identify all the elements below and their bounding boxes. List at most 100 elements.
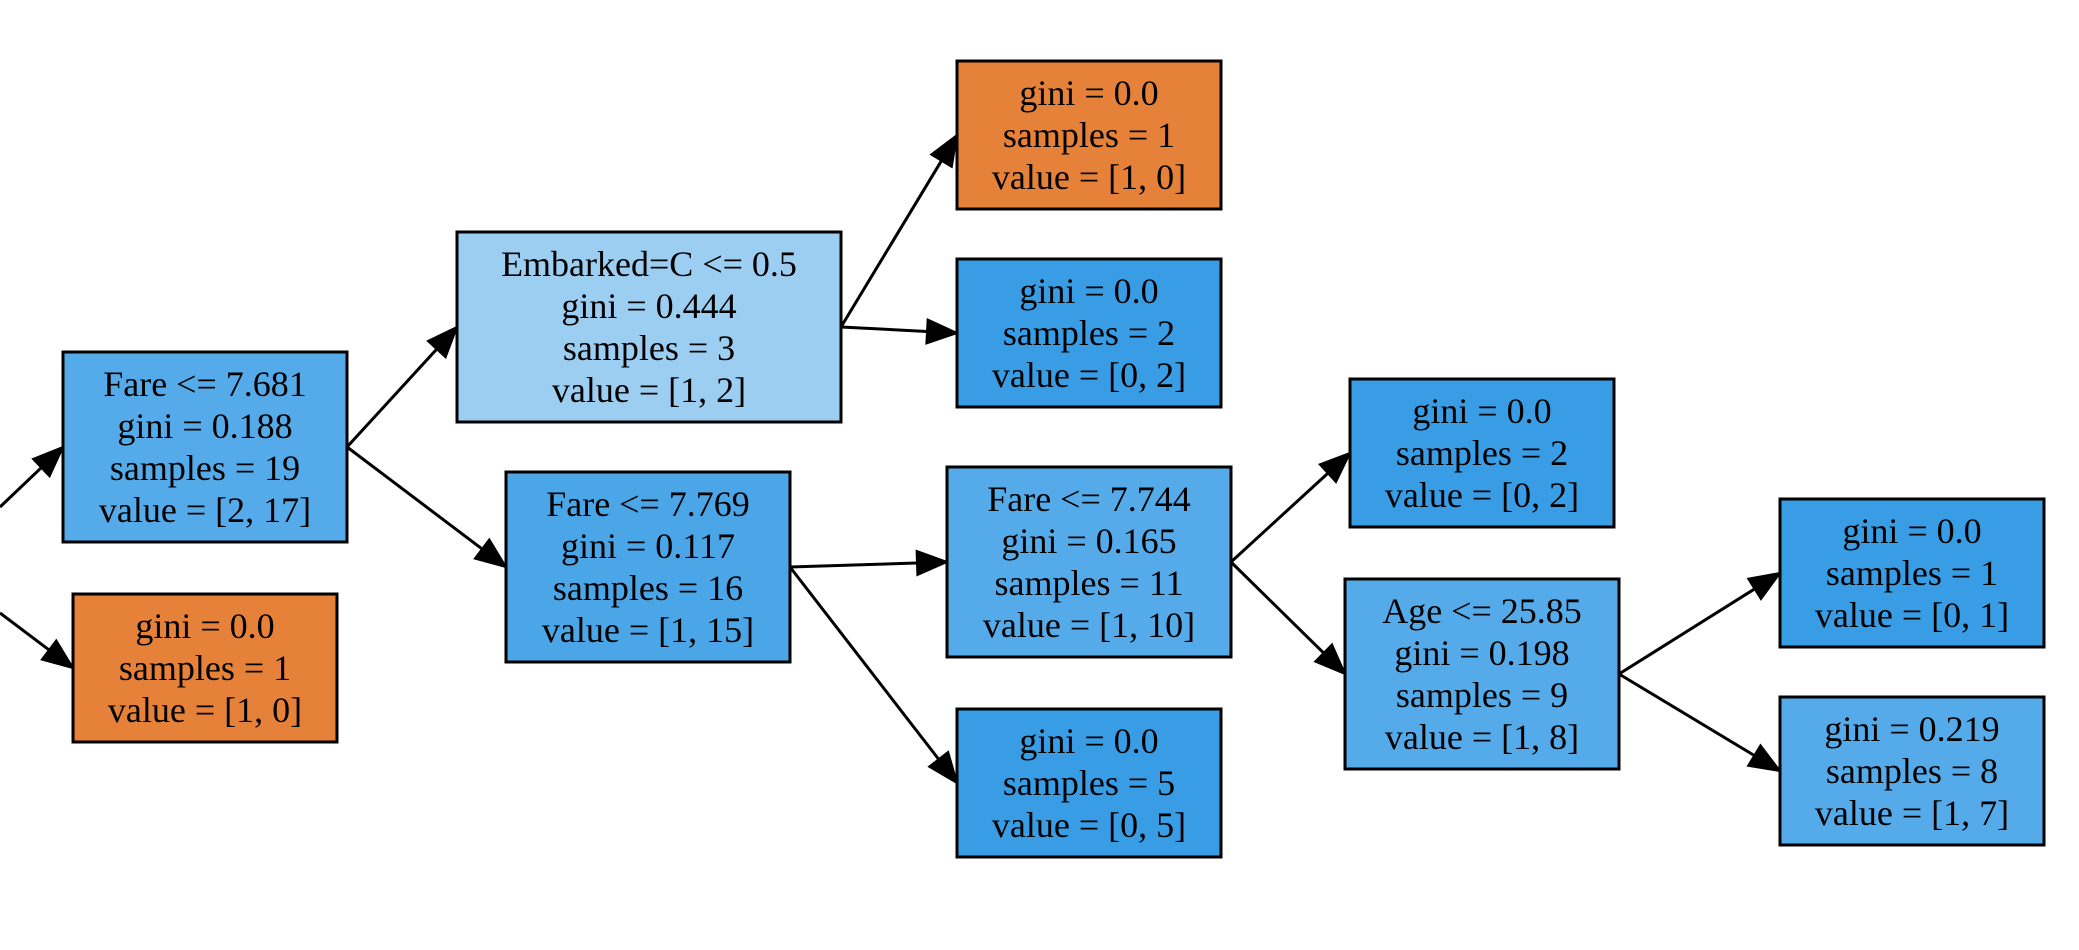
node-label-line: value = [1, 8] bbox=[1385, 717, 1579, 757]
edge-arrow bbox=[788, 566, 959, 786]
node-label-line: gini = 0.0 bbox=[1019, 73, 1158, 113]
node-label-line: samples = 5 bbox=[1003, 763, 1175, 803]
node-label-line: samples = 1 bbox=[119, 648, 291, 688]
node-box bbox=[61, 350, 349, 544]
edge-line bbox=[788, 566, 940, 761]
node-label-line: value = [1, 2] bbox=[552, 370, 746, 410]
node-label-line: samples = 3 bbox=[563, 328, 735, 368]
node-label-line: value = [0, 2] bbox=[1385, 475, 1579, 515]
edge-line bbox=[1229, 560, 1325, 655]
edge-line bbox=[789, 561, 918, 569]
edge-line bbox=[346, 445, 483, 551]
node-label-line: samples = 11 bbox=[995, 563, 1184, 603]
node-label-line: value = [1, 7] bbox=[1815, 793, 2009, 833]
edge-arrow bbox=[1618, 672, 1783, 773]
edge-arrow bbox=[345, 325, 459, 449]
node-label-line: value = [1, 15] bbox=[542, 610, 754, 650]
node-label-line: samples = 8 bbox=[1826, 751, 1998, 791]
node-label-line: Fare <= 7.681 bbox=[103, 364, 307, 404]
node-label-line: Fare <= 7.769 bbox=[546, 484, 750, 524]
node-label-line: value = [1, 10] bbox=[983, 605, 1195, 645]
node-label-line: samples = 9 bbox=[1396, 675, 1568, 715]
arrowhead bbox=[915, 549, 950, 577]
arrowhead bbox=[925, 317, 960, 345]
node-label-line: gini = 0.0 bbox=[1019, 721, 1158, 761]
node-box bbox=[1778, 497, 2046, 649]
edge-arrow bbox=[1618, 571, 1783, 676]
node-box bbox=[955, 59, 1223, 211]
arrowhead bbox=[1746, 571, 1783, 601]
node-box bbox=[1778, 695, 2046, 847]
edge-arrow bbox=[789, 549, 950, 577]
node-label-line: Fare <= 7.744 bbox=[987, 479, 1191, 519]
node-label-line: samples = 16 bbox=[553, 568, 743, 608]
node-label-line: gini = 0.165 bbox=[1001, 521, 1176, 561]
node-label-line: value = [0, 2] bbox=[992, 355, 1186, 395]
node-box bbox=[1348, 377, 1616, 529]
edge-arrow bbox=[1229, 560, 1347, 676]
node-box bbox=[955, 707, 1223, 859]
node-label-line: Embarked=C <= 0.5 bbox=[501, 244, 797, 284]
node-label-line: samples = 19 bbox=[110, 448, 300, 488]
edge-line bbox=[1618, 587, 1756, 676]
node-label-line: samples = 2 bbox=[1396, 433, 1568, 473]
arrowhead bbox=[426, 325, 459, 359]
node-label-line: samples = 1 bbox=[1826, 553, 1998, 593]
edge-line bbox=[0, 466, 43, 509]
edge-arrow bbox=[0, 445, 65, 509]
arrowhead bbox=[40, 638, 76, 670]
node-label-line: gini = 0.0 bbox=[135, 606, 274, 646]
node-label-line: gini = 0.198 bbox=[1394, 633, 1569, 673]
node-label-line: value = [1, 0] bbox=[992, 157, 1186, 197]
node-box bbox=[945, 465, 1233, 659]
arrowhead bbox=[31, 445, 65, 479]
node-label-line: gini = 0.0 bbox=[1412, 391, 1551, 431]
node-label-line: samples = 2 bbox=[1003, 313, 1175, 353]
node-label-line: value = [0, 5] bbox=[992, 805, 1186, 845]
node-label-line: gini = 0.219 bbox=[1824, 709, 1999, 749]
edge-arrow bbox=[346, 445, 509, 569]
node-box bbox=[504, 470, 792, 664]
arrowhead bbox=[1318, 451, 1352, 484]
node-box bbox=[955, 257, 1223, 409]
arrowhead bbox=[1746, 743, 1783, 773]
node-box bbox=[71, 592, 339, 744]
edge-arrow bbox=[840, 317, 960, 345]
node-label-line: gini = 0.0 bbox=[1019, 271, 1158, 311]
node-label-line: gini = 0.0 bbox=[1842, 511, 1981, 551]
arrowhead bbox=[1313, 642, 1347, 676]
node-box bbox=[1343, 577, 1621, 771]
arrowhead bbox=[927, 750, 959, 786]
node-label-line: gini = 0.117 bbox=[561, 526, 735, 566]
node-box bbox=[455, 230, 843, 424]
node-label-line: gini = 0.188 bbox=[117, 406, 292, 446]
node-label-line: value = [0, 1] bbox=[1815, 595, 2009, 635]
edge-arrow bbox=[1229, 451, 1352, 564]
edge-arrow bbox=[0, 611, 76, 670]
edge-line bbox=[839, 159, 943, 328]
node-label-line: samples = 1 bbox=[1003, 115, 1175, 155]
node-label-line: value = [2, 17] bbox=[99, 490, 311, 530]
edges-layer bbox=[0, 132, 1783, 786]
node-label-line: gini = 0.444 bbox=[561, 286, 736, 326]
node-label-line: Age <= 25.85 bbox=[1382, 591, 1582, 631]
edge-line bbox=[1229, 472, 1329, 564]
edge-line bbox=[1618, 672, 1756, 757]
edge-line bbox=[0, 611, 50, 652]
edge-arrow bbox=[839, 132, 959, 328]
edge-line bbox=[345, 348, 438, 449]
